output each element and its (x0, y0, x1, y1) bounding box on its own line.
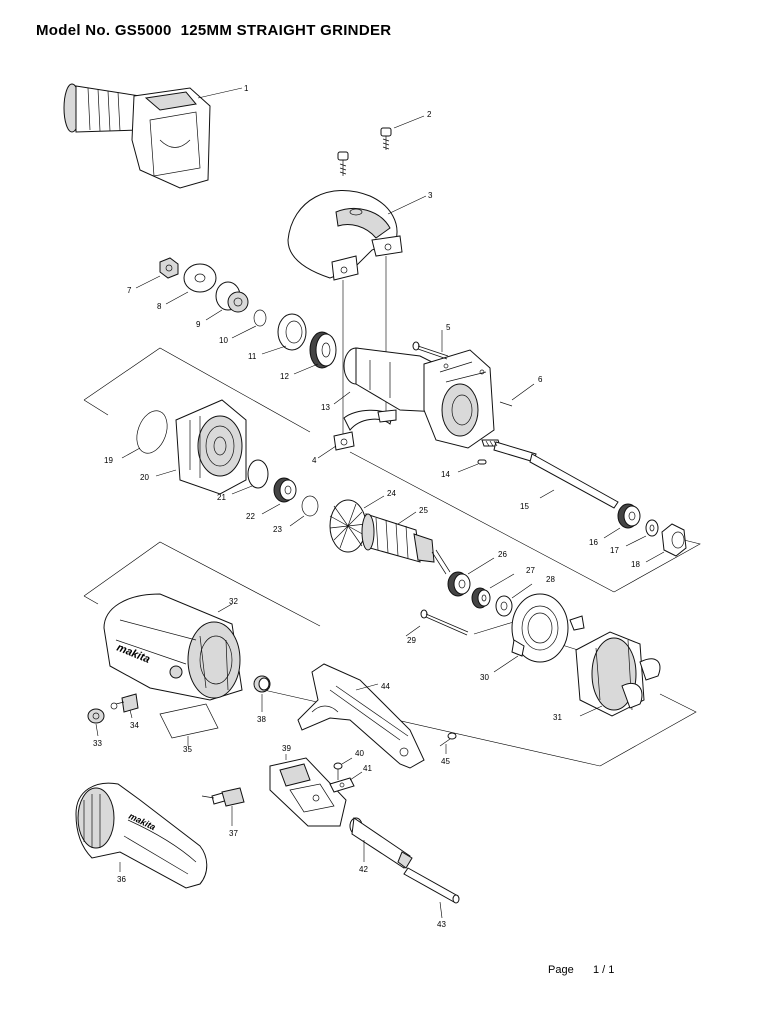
part-10-retaining-ring (231, 309, 267, 339)
callout-5: 5 (446, 323, 451, 332)
callout-19: 19 (104, 456, 113, 465)
callout-3: 3 (428, 191, 433, 200)
part-15-spindle (481, 439, 619, 509)
part-9-flange (205, 281, 249, 321)
part-4-guard-band (317, 409, 397, 459)
callout-23: 23 (273, 525, 282, 534)
part-22-ball-bearing (261, 477, 297, 515)
part-27-ball-bearing (471, 573, 515, 609)
callout-38: 38 (257, 715, 266, 724)
part-28-rubber-ring (495, 583, 533, 617)
part-23-retaining-ring (289, 495, 319, 527)
part-14-key (457, 459, 487, 473)
part-31-field (575, 631, 661, 717)
part-13-gear-housing (333, 347, 495, 449)
callout-21: 21 (217, 493, 226, 502)
part-5-screw (412, 330, 449, 360)
part-25-armature (361, 511, 451, 575)
callout-7: 7 (127, 286, 132, 295)
callout-31: 31 (553, 713, 562, 722)
part-20-bearing-box (155, 399, 247, 495)
part-24-fan (329, 495, 385, 553)
callout-18: 18 (631, 560, 640, 569)
callout-42: 42 (359, 865, 368, 874)
assembly-outline-upper (83, 347, 701, 593)
diagram-title: Model No. GS5000 125MM STRAIGHT GRINDER (36, 22, 392, 39)
part-37-switch (201, 787, 245, 826)
callout-16: 16 (589, 538, 598, 547)
part-3-wheel-guard (287, 190, 427, 281)
part-12-ball-bearing (293, 331, 337, 375)
callout-40: 40 (355, 749, 364, 758)
callout-26: 26 (498, 550, 507, 559)
part-38-cap (253, 675, 271, 712)
part-41-strain-relief (329, 771, 363, 793)
callout-28: 28 (546, 575, 555, 584)
part-21-insulation-washer (231, 459, 269, 495)
callout-24: 24 (387, 489, 396, 498)
callout-33: 33 (93, 739, 102, 748)
part-7-nut (135, 257, 179, 289)
part-32-motor-housing: makita (103, 593, 243, 701)
callout-43: 43 (437, 920, 446, 929)
part-39-switch-unit (269, 754, 347, 827)
part-18-nut (645, 523, 687, 563)
part-36-handle: makita (75, 782, 208, 889)
part-43-cord (403, 867, 460, 919)
callout-37: 37 (229, 829, 238, 838)
assembly-outline-lower (83, 541, 697, 767)
callout-30: 30 (480, 673, 489, 682)
part-35-name-plate (159, 703, 219, 746)
part-6-pin (499, 383, 535, 407)
part-40-screw (333, 757, 353, 780)
callout-36: 36 (117, 875, 126, 884)
callout-14: 14 (441, 470, 450, 479)
callout-4: 4 (312, 456, 317, 465)
part-16-ball-bearing (603, 503, 641, 539)
callout-34: 34 (130, 721, 139, 730)
callout-27: 27 (526, 566, 535, 575)
callout-29: 29 (407, 636, 416, 645)
part-17-washer (625, 519, 659, 547)
callout-8: 8 (157, 302, 162, 311)
callout-41: 41 (363, 764, 372, 773)
callout-13: 13 (321, 403, 330, 412)
callout-11: 11 (248, 352, 257, 361)
part-26-ball-bearing (447, 557, 495, 597)
callout-25: 25 (419, 506, 428, 515)
callout-32: 32 (229, 597, 238, 606)
callout-17: 17 (610, 546, 619, 555)
callout-2: 2 (427, 110, 432, 119)
page-label: Page (548, 964, 574, 976)
callout-35: 35 (183, 745, 192, 754)
part-33-brush-holder-cap (87, 708, 105, 737)
part-42-cord-guard (349, 817, 413, 869)
callout-1: 1 (244, 84, 249, 93)
callout-39: 39 (282, 744, 291, 753)
callout-12: 12 (280, 372, 289, 381)
callout-45: 45 (441, 757, 450, 766)
part-44-switch-lever (297, 663, 425, 769)
page-number: 1 / 1 (593, 964, 615, 976)
callout-20: 20 (140, 473, 149, 482)
callout-9: 9 (196, 320, 201, 329)
part-8-flat-washer (165, 263, 217, 305)
callout-15: 15 (520, 502, 529, 511)
part-1-side-handle (63, 83, 243, 189)
part-29-screw (405, 609, 469, 637)
part-11-ring (261, 313, 307, 355)
callout-44: 44 (381, 682, 390, 691)
callout-labels: 1 2 3 4 5 6 7 8 9 10 11 12 13 14 15 16 1… (93, 84, 640, 929)
callout-22: 22 (246, 512, 255, 521)
callout-10: 10 (219, 336, 228, 345)
part-45-screw (439, 732, 457, 754)
part-30-baffle-plate (493, 593, 585, 673)
callout-6: 6 (538, 375, 543, 384)
part-2-screws (337, 115, 425, 176)
part-34-carbon-brush (110, 693, 139, 719)
part-19-o-ring (121, 410, 168, 459)
